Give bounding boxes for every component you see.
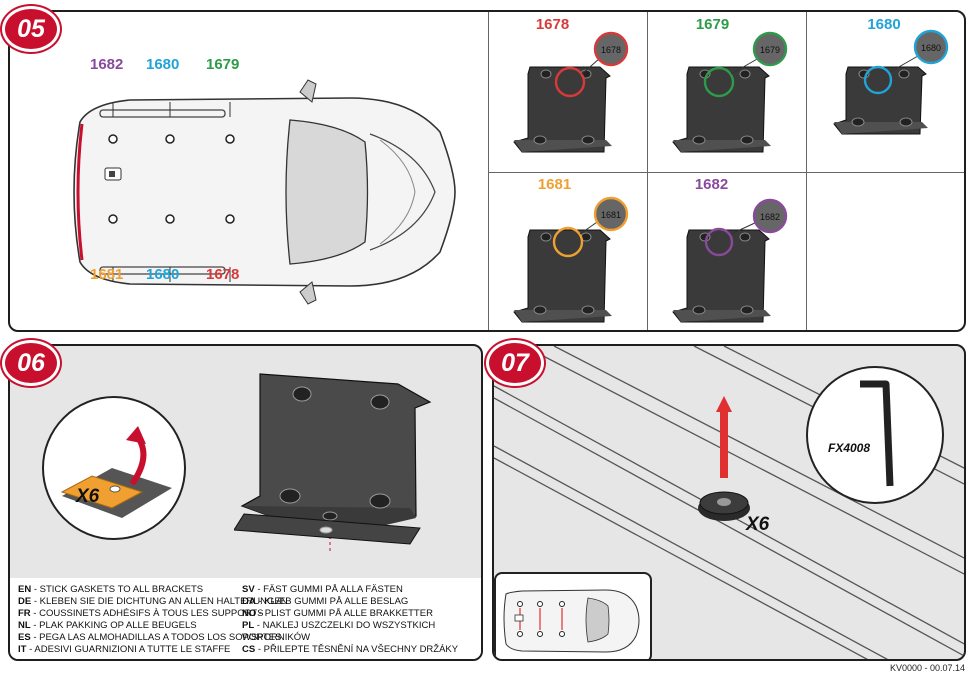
car-label-top-mid: 1680	[146, 56, 180, 73]
legend-left-column: EN - STICK GASKETS TO ALL BRACKETS DE - …	[18, 584, 288, 656]
legend-item: DE - KLEBEN SIE DIE DICHTUNG AN ALLEN HA…	[18, 596, 288, 607]
step-07-badge: 07	[486, 340, 544, 386]
step-05-panel: 1682 1680 1679 1681 1680 1678 1678 1678	[8, 10, 966, 332]
rubber-grommet-illustration	[698, 491, 750, 521]
bracket-cell-1682: 1682 1682	[647, 172, 806, 330]
bracket-label: 1682	[694, 176, 729, 193]
car-label-bottom-mid: 1680	[146, 266, 180, 283]
legend-item: DA - KLÆB GUMMI PÅ ALLE BESLAG	[242, 596, 409, 607]
bracket-stamp: 1680	[921, 43, 941, 53]
bracket-cell-1678: 1678 1678	[488, 12, 647, 172]
bracket-stamp: 1679	[760, 45, 780, 55]
tool-code: FX4008	[828, 441, 871, 455]
car-label-top-right: 1679	[206, 56, 240, 73]
bracket-stamp: 1678	[601, 45, 621, 55]
mini-van-top-view	[503, 589, 640, 653]
bracket-stamp: 1682	[760, 212, 780, 222]
bracket-cell-1679: 1679 1679	[647, 12, 806, 172]
step-06-quantity: X6	[76, 486, 100, 507]
legend-item: NO - PLIST GUMMI PÅ ALLE BRAKKETTER	[242, 608, 433, 619]
legend-right-column: SV - FÄST GUMMI PÅ ALLA FÄSTEN DA - KLÆB…	[242, 584, 481, 656]
up-arrow-shaft	[720, 410, 728, 478]
van-top-view	[73, 79, 456, 305]
legend-item: SV - FÄST GUMMI PÅ ALLA FÄSTEN	[242, 584, 403, 595]
legend-item: NL - PLAK PAKKING OP ALLE BEUGELS	[18, 620, 197, 631]
bracket-grid: 1678 1678 1679 1	[488, 12, 964, 330]
step-06-panel: X6 EN - STICK GASKETS TO ALL BRACKETS DE…	[8, 344, 483, 661]
bracket-cell-1680: 1680 1680	[806, 12, 964, 172]
legend-item: EN - STICK GASKETS TO ALL BRACKETS	[18, 584, 204, 595]
gasket-peel-illustration	[60, 426, 172, 518]
car-label-bottom-right: 1678	[206, 266, 240, 283]
legend-item: FR - COUSSINETS ADHÉSIFS À TOUS LES SUPP…	[18, 608, 264, 619]
document-footer-code: KV0000 - 00.07.14	[889, 663, 965, 673]
legend-item: ES - PEGA LAS ALMOHADILLAS A TODOS LOS S…	[18, 632, 282, 643]
up-arrow-icon	[716, 396, 732, 412]
bracket-label: 1681	[537, 176, 572, 193]
legend-item: CS - PŘILEPTE TĚSNĚNÍ NA VŠECHNY DRŽÁKY	[242, 644, 459, 655]
bracket-label: 1679	[695, 16, 730, 33]
step-07-panel: X6 FX4008	[492, 344, 966, 661]
step-07-quantity: X6	[746, 514, 770, 535]
legend-item: IT - ADESIVI GUARNIZIONI A TUTTE LE STAF…	[18, 644, 231, 655]
legend-item: PL - NAKLEJ USZCZELKI DO WSZYSTKICH WSPO…	[242, 620, 436, 643]
tool-detail-circle	[806, 366, 944, 504]
step-06-badge: 06	[2, 340, 60, 386]
car-label-top-left: 1682	[90, 56, 124, 73]
bracket-stamp: 1681	[601, 210, 621, 220]
allen-key-icon	[860, 380, 894, 487]
bracket-label: 1680	[867, 16, 901, 33]
bracket-cell-1681: 1681 1681	[488, 172, 647, 330]
step-05-badge: 05	[2, 6, 60, 52]
bracket-label: 1678	[535, 16, 570, 33]
car-label-bottom-left: 1681	[90, 266, 124, 283]
mini-car-inset	[494, 572, 652, 659]
gasket-detail-circle	[42, 396, 186, 540]
legend-panel: EN - STICK GASKETS TO ALL BRACKETS DE - …	[10, 578, 481, 659]
gasket-strip-illustration	[234, 513, 421, 545]
